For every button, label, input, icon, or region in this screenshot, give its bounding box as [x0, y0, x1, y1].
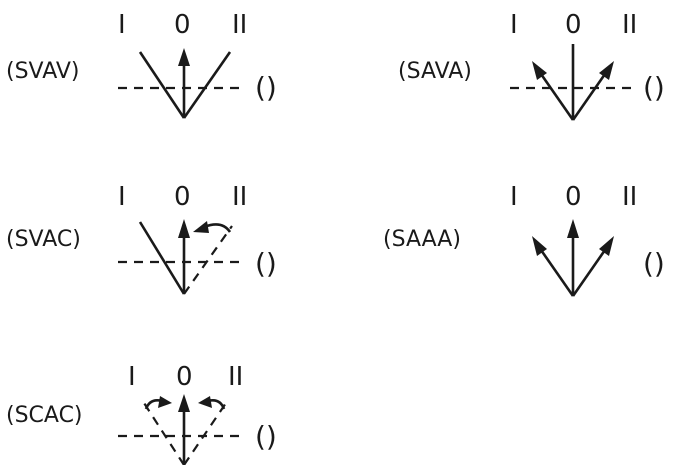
left-vector-line: [138, 221, 186, 295]
right-arrowhead-icon: [599, 236, 614, 256]
diagram-label: (SAAA): [383, 227, 461, 252]
label-i: I: [128, 362, 136, 392]
diagram-label: (SVAC): [6, 227, 81, 252]
left-arrow-shaft: [539, 73, 575, 121]
center-arrowhead-icon: [178, 219, 190, 238]
center-arrowhead-icon: [178, 48, 190, 66]
empty-parentheses: (): [643, 71, 665, 104]
rotation-arrowhead-icon: [193, 221, 209, 233]
diagram-svac: (SVAC) I 0 II (): [6, 182, 277, 295]
label-ii: II: [622, 10, 637, 40]
empty-parentheses: (): [255, 247, 277, 280]
left-arrow-shaft: [539, 249, 575, 297]
center-arrowhead-icon: [178, 394, 190, 412]
label-ii: II: [232, 10, 247, 40]
left-arrowhead-icon: [532, 236, 547, 256]
diagram-scac: (SCAC) I 0 II (): [6, 362, 277, 465]
empty-parentheses: (): [255, 71, 277, 104]
label-i: I: [510, 10, 518, 40]
diagram-label: (SCAC): [6, 403, 83, 428]
center-arrowhead-icon: [567, 219, 579, 238]
right-arrowhead-icon: [599, 61, 614, 80]
label-zero: 0: [174, 10, 191, 40]
diagram-sava: (SAVA) I 0 II (): [398, 10, 665, 121]
right-dashed-vector-line: [183, 225, 233, 295]
diagram-svav: (SVAV) I 0 II (): [6, 10, 277, 119]
diagram-label: (SAVA): [398, 59, 472, 84]
left-dashed-vector-line: [143, 402, 185, 465]
label-zero: 0: [565, 182, 582, 212]
diagram-label: (SVAV): [6, 59, 79, 84]
label-zero: 0: [174, 182, 191, 212]
label-ii: II: [228, 362, 243, 392]
empty-parentheses: (): [643, 247, 665, 280]
right-dashed-vector-line: [183, 402, 227, 465]
right-vector-line: [182, 51, 232, 119]
label-i: I: [118, 182, 126, 212]
label-zero: 0: [565, 10, 582, 40]
right-arrow-shaft: [571, 73, 607, 121]
diagram-saaa: (SAAA) I 0 II (): [383, 182, 665, 297]
label-ii: II: [622, 182, 637, 212]
label-zero: 0: [176, 362, 193, 392]
label-i: I: [118, 10, 126, 40]
left-arrowhead-icon: [532, 61, 547, 80]
right-rotation-arrowhead-icon: [198, 396, 212, 408]
label-ii: II: [232, 182, 247, 212]
label-i: I: [510, 182, 518, 212]
empty-parentheses: (): [255, 420, 277, 453]
left-vector-line: [138, 51, 186, 119]
right-arrow-shaft: [571, 249, 607, 297]
left-rotation-arrowhead-icon: [158, 396, 172, 408]
